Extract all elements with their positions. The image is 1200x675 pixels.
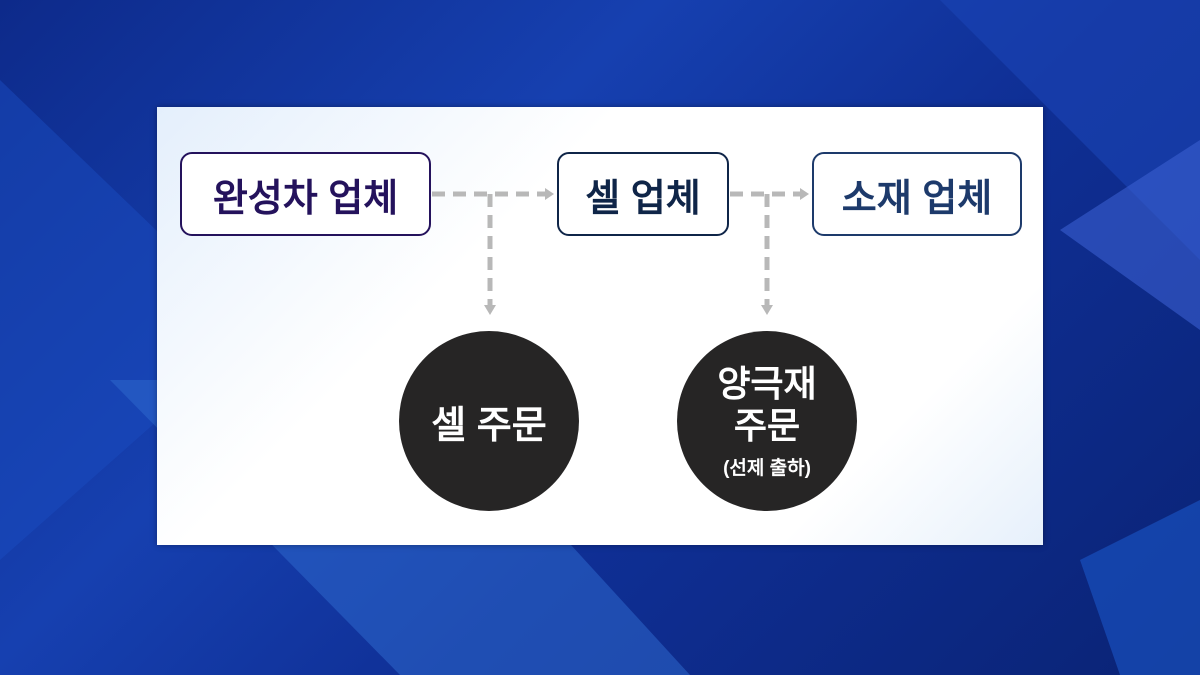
cell-order-circle: 셀 주문 bbox=[399, 331, 579, 511]
connector-arrows bbox=[432, 188, 809, 315]
node-label: 완성차 업체 bbox=[212, 177, 399, 220]
node-label: 셀 업체 bbox=[585, 177, 701, 220]
node-automaker: 완성차 업체 bbox=[180, 152, 431, 236]
node-label: 소재 업체 bbox=[841, 177, 993, 220]
cathode-order-label-1: 양극재 bbox=[717, 362, 817, 404]
diagram-panel: 완성차 업체 셀 업체 소재 업체 셀 주문 양극재 주문 (선제 출하) bbox=[157, 107, 1043, 545]
arrow-head-icon bbox=[761, 305, 773, 315]
node-cell-maker: 셀 업체 bbox=[557, 152, 729, 236]
arrow-head-icon bbox=[800, 188, 809, 200]
cell-order-label: 셀 주문 bbox=[431, 404, 547, 447]
cathode-order-label-2: 주문 bbox=[733, 404, 801, 446]
node-material-maker: 소재 업체 bbox=[812, 152, 1022, 236]
arrow-head-icon bbox=[545, 188, 554, 200]
arrow-head-icon bbox=[484, 305, 496, 315]
cathode-order-circle: 양극재 주문 (선제 출하) bbox=[677, 331, 857, 511]
cathode-order-note: (선제 출하) bbox=[723, 457, 811, 479]
